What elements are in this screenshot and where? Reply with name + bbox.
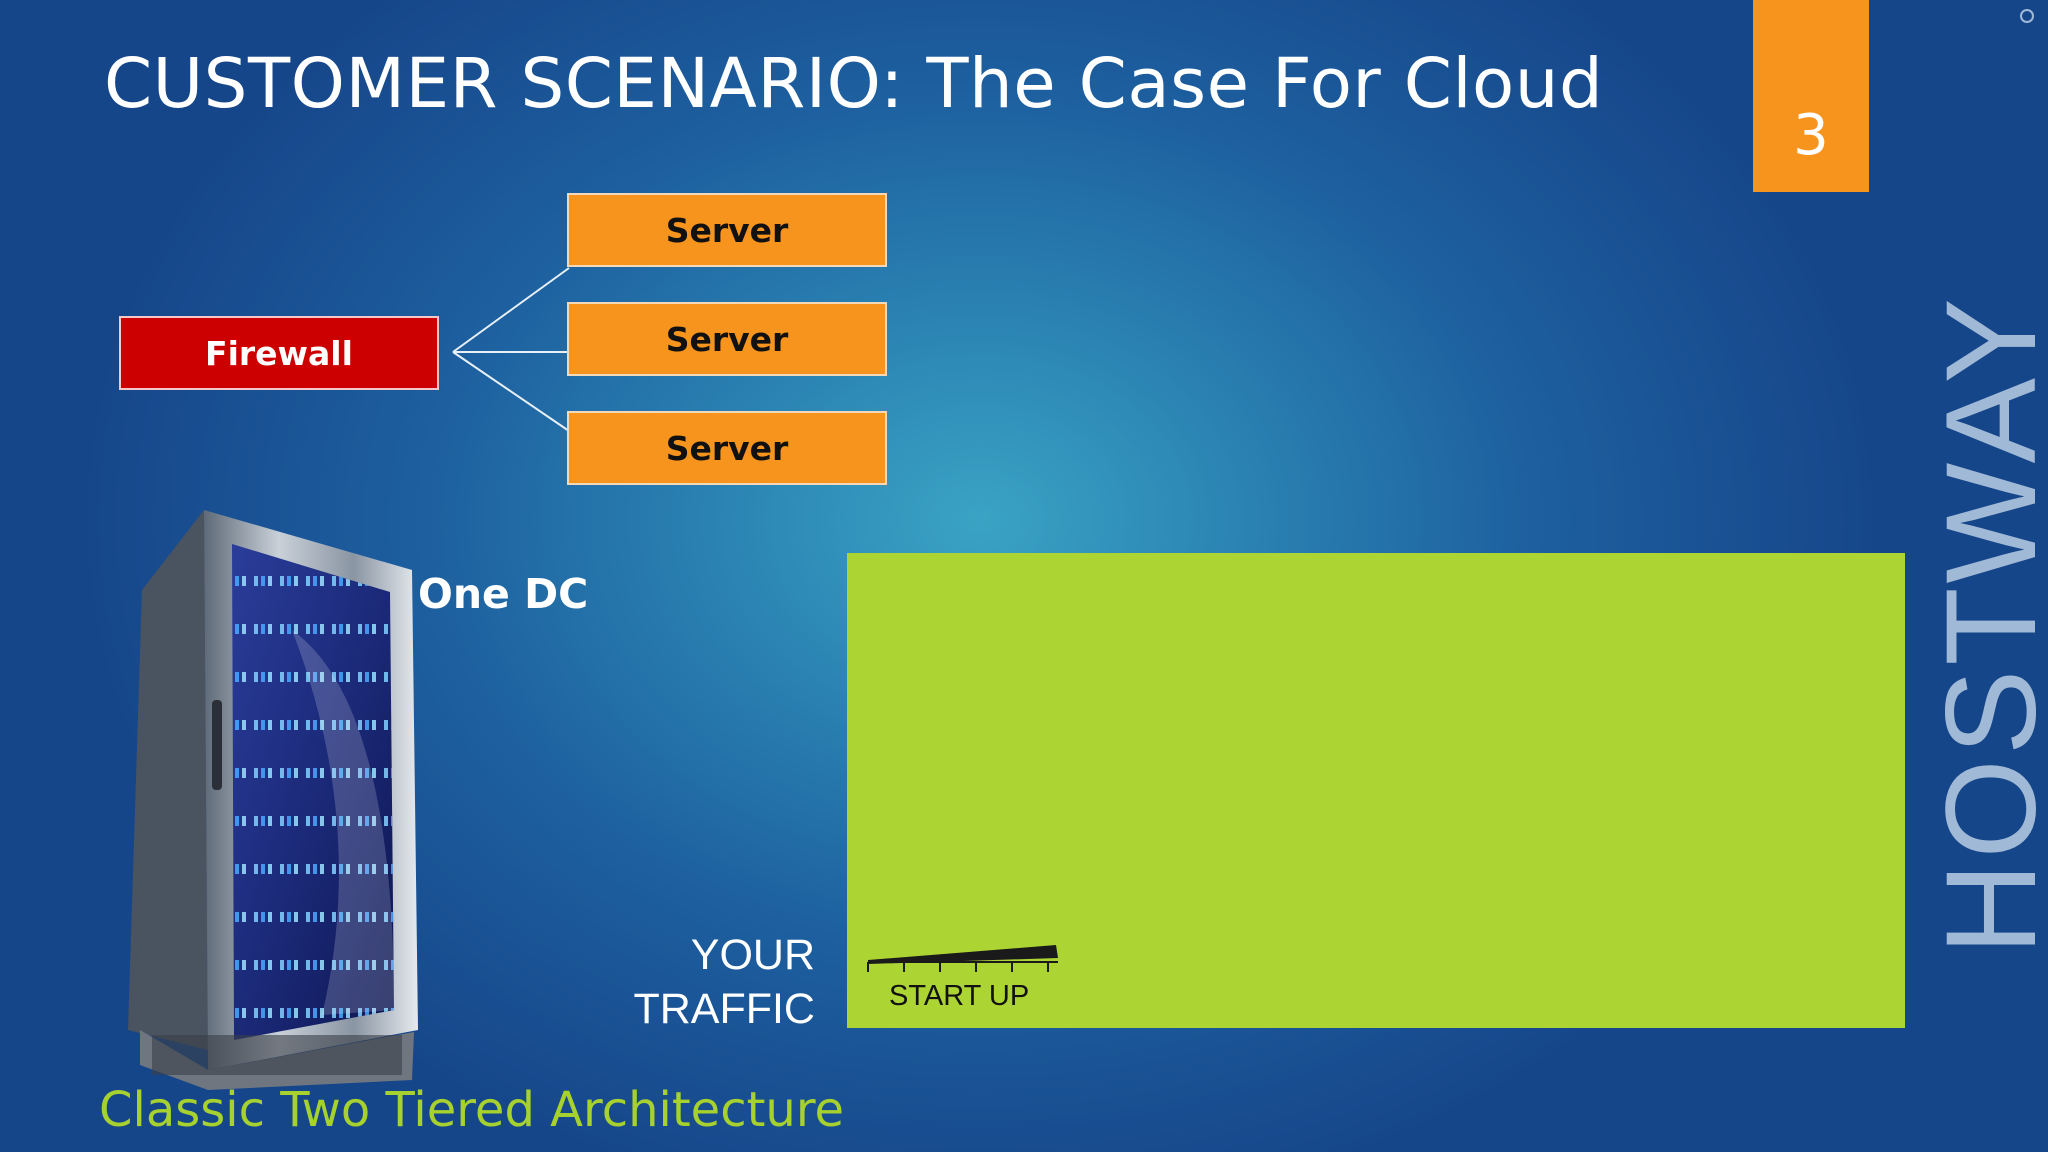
server-box-1: Server: [567, 193, 887, 267]
brand-text: HOSTWAY: [1935, 294, 2048, 955]
server-rack-image: [128, 510, 418, 1090]
server-label: Server: [665, 210, 789, 250]
server-label: Server: [665, 319, 789, 359]
server-label: Server: [665, 428, 789, 468]
firewall-box: Firewall: [119, 316, 439, 390]
dc-label: One DC: [418, 570, 589, 618]
traffic-label-line2: TRAFFIC: [633, 985, 815, 1033]
page-number-badge: 3: [1753, 0, 1869, 192]
startup-label: START UP: [889, 980, 1030, 1012]
server-box-3: Server: [567, 411, 887, 485]
slide-subtitle: Classic Two Tiered Architecture: [99, 1082, 845, 1138]
firewall-label: Firewall: [205, 333, 353, 373]
hostway-logo: HOSTWAY: [1935, 9, 2048, 955]
traffic-label-line1: YOUR: [690, 931, 815, 979]
traffic-label: YOUR TRAFFIC: [600, 928, 815, 1036]
server-box-2: Server: [567, 302, 887, 376]
slide-title: CUSTOMER SCENARIO: The Case For Cloud: [104, 44, 1604, 124]
page-number: 3: [1793, 103, 1829, 168]
